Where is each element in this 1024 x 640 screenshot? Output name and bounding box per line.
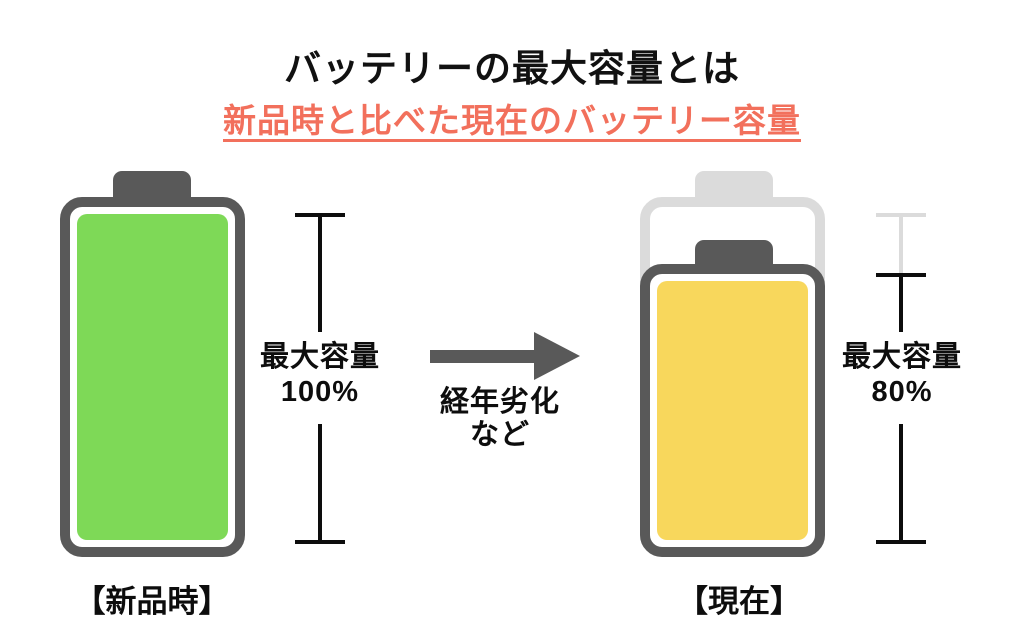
arrow-caption: 経年劣化 など — [415, 386, 585, 453]
capacity-value-current: 80% — [871, 375, 933, 408]
bracket-new-bottom-tick — [295, 540, 345, 544]
capacity-label-current: 最大容量 80% — [822, 340, 982, 410]
capacity-value-new: 100% — [280, 375, 360, 408]
battery-ghost-terminal-icon — [695, 171, 773, 201]
arrow-caption-line2: など — [469, 419, 530, 452]
battery-current-terminal-icon — [695, 240, 773, 266]
arrow-caption-line1: 経年劣化 — [439, 386, 560, 418]
battery-current-body — [640, 264, 825, 557]
bracket-new-top-line — [318, 213, 322, 332]
capacity-label-new-text: 最大容量 — [259, 341, 380, 373]
page-title: バッテリーの最大容量とは — [284, 48, 740, 89]
bracket-current-top-line — [899, 273, 903, 332]
bracket-current-bottom-line — [899, 424, 903, 542]
battery-current-caption: 【現在】 — [677, 584, 801, 619]
arrow-right-icon — [430, 350, 536, 363]
bracket-current-bottom-tick — [876, 540, 926, 544]
page-subtitle: 新品時と比べた現在のバッテリー容量 — [0, 94, 1024, 142]
capacity-label-new: 最大容量 100% — [240, 340, 400, 410]
capacity-label-current-text: 最大容量 — [841, 341, 962, 373]
battery-current-fill — [657, 281, 808, 540]
page-subtitle-text: 新品時と比べた現在のバッテリー容量 — [223, 102, 801, 139]
bracket-current-ghost-line — [899, 213, 903, 275]
battery-new-terminal-icon — [113, 171, 191, 201]
bracket-new-bottom-line — [318, 424, 322, 542]
arrow-right-head-icon — [534, 332, 580, 380]
battery-new-body — [60, 197, 245, 557]
battery-new-caption: 【新品時】 — [74, 584, 230, 619]
battery-new-fill — [77, 214, 228, 540]
